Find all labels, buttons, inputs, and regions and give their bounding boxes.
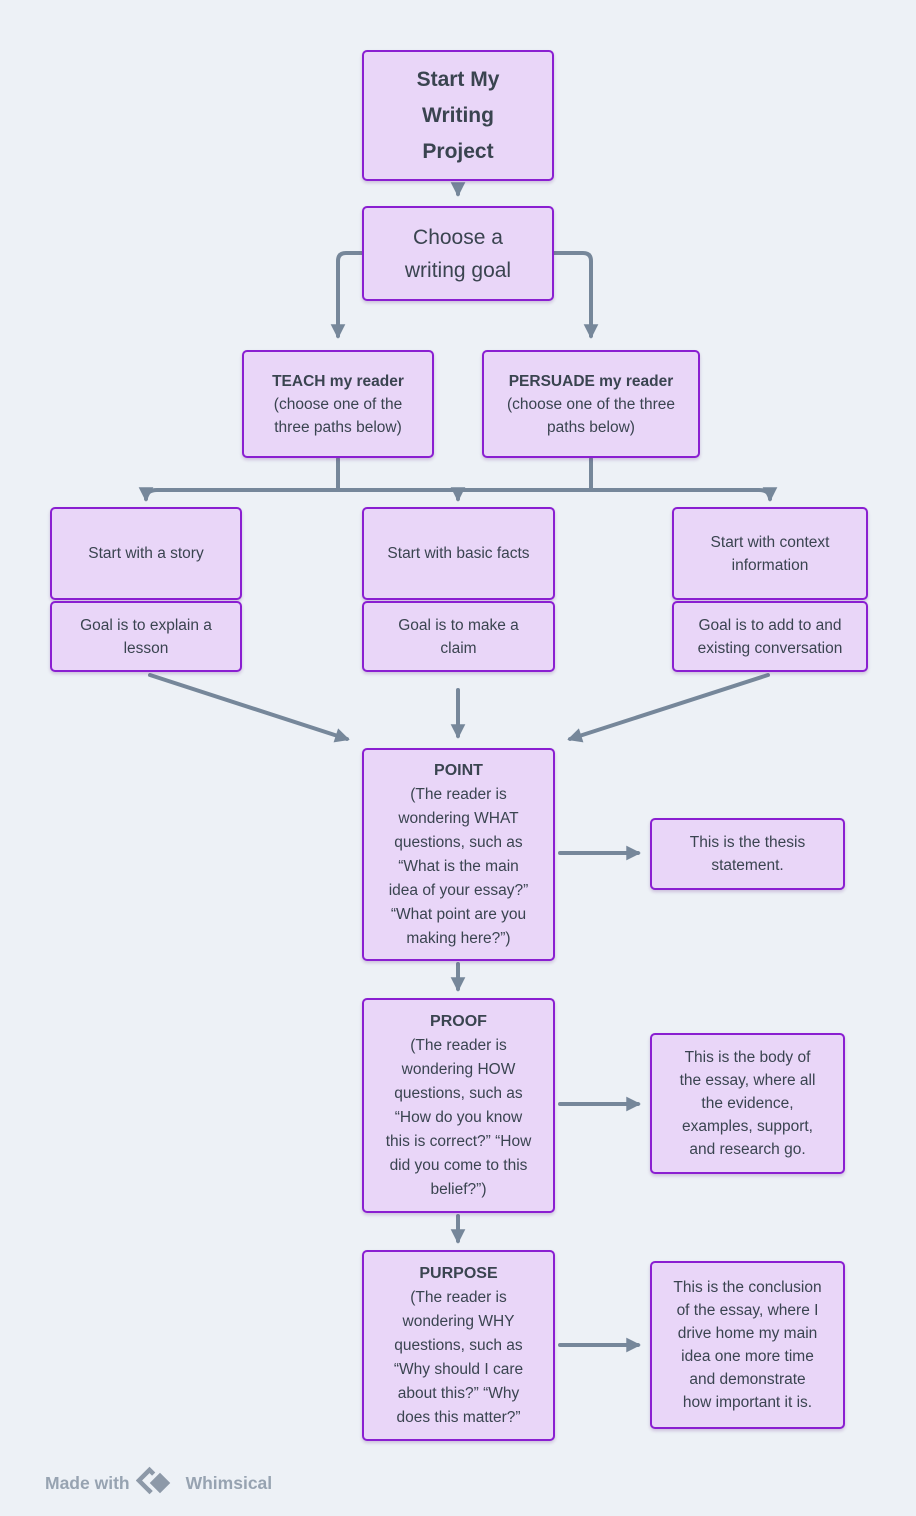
node-label: Goal is to add to and existing conversat… — [697, 616, 843, 657]
node-label: Start with basic facts — [387, 545, 530, 562]
node-label: This is the body of the essay, where all… — [679, 1049, 816, 1158]
node-heading: PROOF — [430, 1012, 487, 1030]
node-thesis-statement[interactable]: This is the thesis statement. — [650, 818, 845, 890]
node-label: Start with a story — [88, 545, 204, 562]
node-label: This is the thesis statement. — [689, 834, 806, 874]
node-start-with-basic-facts[interactable]: Start with basic facts — [362, 507, 555, 600]
node-label: Goal is to explain a lesson — [80, 616, 212, 657]
node-start-with-a-story[interactable]: Start with a story — [50, 507, 242, 600]
node-label: Goal is to make a claim — [398, 616, 519, 657]
whimsical-logo-icon — [135, 1466, 175, 1499]
node-label: This is the conclusion of the essay, whe… — [673, 1279, 822, 1411]
node-label: (The reader is wondering HOW questions, … — [385, 1036, 532, 1198]
node-choose-writing-goal[interactable]: Choose a writing goal — [362, 206, 554, 301]
node-label: (choose one of the three paths below) — [506, 395, 676, 436]
made-with-whimsical-footer[interactable]: Made with Whimsical — [45, 1463, 272, 1503]
node-essay-body[interactable]: This is the body of the essay, where all… — [650, 1033, 845, 1174]
node-heading: POINT — [434, 761, 483, 779]
node-start-with-context-information[interactable]: Start with context information — [672, 507, 868, 600]
node-label: Start with context information — [710, 533, 830, 574]
node-teach-my-reader[interactable]: TEACH my reader (choose one of the three… — [242, 350, 434, 458]
arrow-lesson-to-point — [148, 673, 350, 743]
made-with-label: Made with — [45, 1472, 130, 1493]
node-start-my-writing-project[interactable]: Start My Writing Project — [362, 50, 554, 181]
arrow-choose-to-persuade — [552, 251, 599, 339]
whimsical-brand-label: Whimsical — [185, 1472, 273, 1493]
node-heading: PURPOSE — [419, 1264, 498, 1282]
arrow-addto-to-point — [567, 673, 770, 743]
node-label: Choose a writing goal — [404, 225, 512, 282]
node-heading: PERSUADE my reader — [508, 372, 674, 390]
arrow-choose-to-teach — [330, 251, 364, 339]
node-persuade-my-reader[interactable]: PERSUADE my reader (choose one of the th… — [482, 350, 700, 458]
node-proof[interactable]: PROOF (The reader is wondering HOW quest… — [362, 998, 555, 1213]
node-goal-make-claim[interactable]: Goal is to make a claim — [362, 601, 555, 672]
node-goal-explain-lesson[interactable]: Goal is to explain a lesson — [50, 601, 242, 672]
node-label: (The reader is wondering WHY questions, … — [393, 1288, 524, 1426]
node-label: (The reader is wondering WHAT questions,… — [388, 785, 529, 947]
node-purpose[interactable]: PURPOSE (The reader is wondering WHY que… — [362, 1250, 555, 1441]
node-essay-conclusion[interactable]: This is the conclusion of the essay, whe… — [650, 1261, 845, 1429]
branch-rail — [138, 487, 778, 502]
node-label: (choose one of the three paths below) — [273, 395, 403, 436]
node-point[interactable]: POINT (The reader is wondering WHAT ques… — [362, 748, 555, 961]
node-heading: TEACH my reader — [272, 372, 404, 390]
node-goal-add-to-conversation[interactable]: Goal is to add to and existing conversat… — [672, 601, 868, 672]
node-label: Start My Writing Project — [416, 67, 500, 163]
